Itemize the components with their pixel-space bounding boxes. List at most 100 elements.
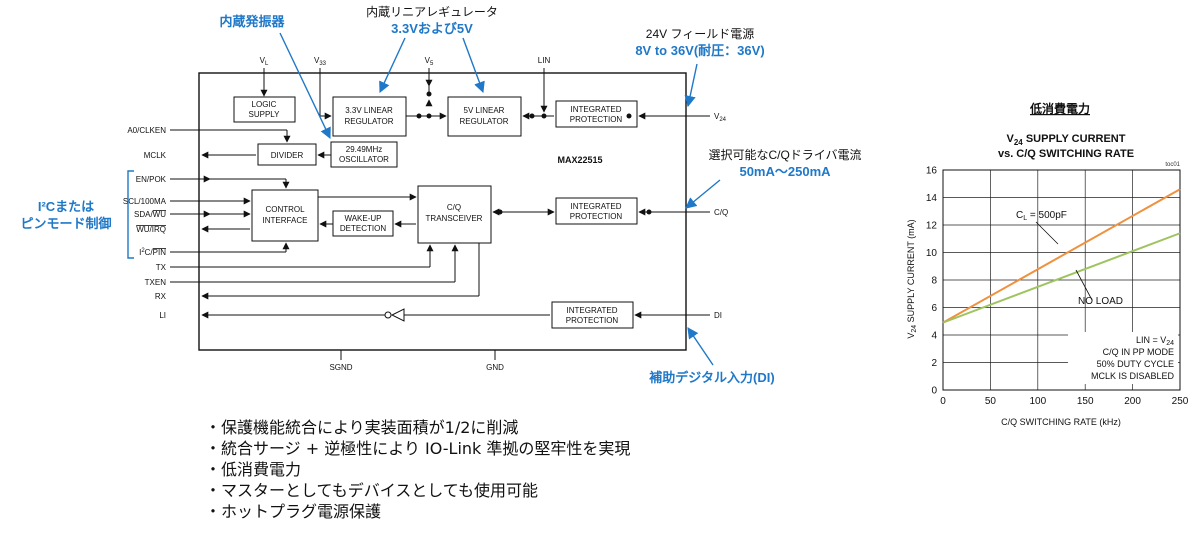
chart-heading: 低消費電力	[1029, 101, 1090, 116]
pin-scl: SCL/100MA	[123, 197, 167, 206]
annot-driver-title: 選択可能なC/Qドライバ電流	[708, 148, 861, 162]
cq-label-2: TRANSCEIVER	[426, 214, 483, 223]
junction-dots	[416, 91, 652, 215]
prot-bottom-block	[551, 301, 634, 329]
chart-xtick-label: 250	[1172, 396, 1189, 407]
wakeup-label-1: WAKE-UP	[344, 214, 381, 223]
chart-ytick-label: 0	[931, 386, 937, 397]
pin-sgnd: SGND	[329, 363, 352, 372]
chart-cond-2: C/Q IN PP MODE	[1103, 347, 1174, 357]
pin-a0-clken: A0/CLKEN	[127, 126, 166, 135]
pin-v24: V24	[714, 112, 727, 123]
chart-ytick-label: 4	[931, 331, 937, 342]
pin-mclk: MCLK	[144, 151, 167, 160]
chart-annotations: CL = 500pF NO LOAD LIN = V24 C/Q IN PP M…	[1016, 210, 1178, 384]
prot-mid-label-1: INTEGRATED	[571, 202, 622, 211]
annotation-arrows	[127, 32, 721, 366]
annot-di: 補助デジタル入力(DI)	[648, 370, 774, 385]
control-label-1: CONTROL	[265, 205, 305, 214]
logic-supply-block	[233, 96, 296, 123]
chip-name: MAX22515	[557, 155, 602, 165]
feature-list: ・保護機能統合により実装面積が1/2に削減 ・統合サージ + 逆極性により IO…	[205, 417, 630, 522]
chart-xtick-label: 200	[1124, 396, 1141, 407]
annot-osc: 内蔵発振器	[219, 14, 285, 29]
pin-sda: SDA/WU	[134, 210, 166, 219]
osc-label-2: OSCILLATOR	[339, 155, 389, 164]
pin-li: LI	[159, 311, 166, 320]
chart-xtick-label: 0	[940, 396, 946, 407]
pin-v5: V5	[425, 56, 434, 67]
chart-ytick-label: 14	[926, 193, 938, 204]
chart-title-2: vs. C/Q SWITCHING RATE	[998, 148, 1134, 160]
pin-v33: V33	[314, 56, 327, 67]
chart-series-line	[942, 232, 1181, 324]
logic-supply-label-1: LOGIC	[252, 100, 277, 109]
pin-en-pok: EN/POK	[136, 175, 167, 184]
annot-driver-value: 50mA〜250mA	[739, 164, 831, 179]
chart-title-1: V24 SUPPLY CURRENT	[1007, 133, 1126, 147]
reg33-label-1: 3.3V LINEAR	[345, 106, 393, 115]
divider-label: DIVIDER	[271, 151, 304, 160]
block-diagram	[170, 68, 710, 360]
chart-frame	[942, 169, 1181, 391]
chart-xtick-label: 100	[1029, 396, 1046, 407]
chart-xtick-label: 50	[985, 396, 997, 407]
prot-mid-block	[555, 197, 638, 225]
pin-i2c-pin: I2C/PIN	[139, 248, 166, 257]
feature-item: ・マスターとしてもデバイスとしても使用可能	[205, 481, 538, 500]
chart-ytick-label: 12	[926, 221, 938, 232]
prot-bottom-label-2: PROTECTION	[566, 316, 619, 325]
prot-top-label-2: PROTECTION	[570, 115, 623, 124]
chart-ytick-label: 2	[931, 358, 937, 369]
pin-tx: TX	[156, 263, 167, 272]
pin-lin: LIN	[538, 56, 551, 65]
pin-gnd: GND	[486, 363, 504, 372]
divider-block	[257, 143, 317, 166]
annot-ctrl-1: I²Cまたは	[38, 199, 94, 214]
reg5-label-2: REGULATOR	[459, 117, 508, 126]
chart-xlabel: C/Q SWITCHING RATE (kHz)	[1001, 417, 1121, 427]
chart-ytick-label: 6	[931, 303, 937, 314]
osc-label-1: 29.49MHz	[346, 145, 382, 154]
prot-bottom-label-1: INTEGRATED	[567, 306, 618, 315]
chart-ytick-label: 10	[926, 248, 938, 259]
pin-vl: VL	[260, 56, 269, 67]
prot-mid-label-2: PROTECTION	[570, 212, 623, 221]
feature-item: ・低消費電力	[205, 460, 302, 479]
pin-di: DI	[714, 311, 722, 320]
chart-ylabel: V24 SUPPLY CURRENT (mA)	[906, 219, 918, 338]
prot-top-label-1: INTEGRATED	[571, 105, 622, 114]
logic-supply-label-2: SUPPLY	[249, 110, 281, 119]
chart-tag: toc01	[1165, 162, 1180, 168]
chart-ytick-label: 16	[926, 166, 938, 177]
annot-field-title: 24V フィールド電源	[646, 27, 754, 41]
chart-cond-1: LIN = V24	[1136, 335, 1174, 347]
control-label-2: INTERFACE	[263, 216, 308, 225]
wakeup-label-2: DETECTION	[340, 224, 386, 233]
annot-field-value: 8V to 36V(耐圧：36V)	[635, 43, 764, 58]
reg5-block	[447, 96, 522, 137]
feature-item: ・保護機能統合により実装面積が1/2に削減	[205, 418, 519, 437]
pin-rx: RX	[155, 292, 167, 301]
cq-block	[417, 185, 492, 244]
chart-label-noload: NO LOAD	[1078, 296, 1123, 307]
chart-cond-3: 50% DUTY CYCLE	[1097, 359, 1174, 369]
pin-cq: C/Q	[714, 208, 728, 217]
chart-cond-4: MCLK IS DISABLED	[1091, 371, 1175, 381]
prot-top-block	[555, 100, 638, 128]
control-block	[251, 189, 319, 242]
cq-label-1: C/Q	[447, 203, 461, 212]
chart-label-cl: CL = 500pF	[1016, 210, 1067, 222]
annot-reg-title: 内蔵リニアレギュレータ	[366, 5, 498, 19]
pin-txen: TXEN	[145, 278, 167, 287]
chart-ytick-label: 8	[931, 276, 937, 287]
reg33-label-2: REGULATOR	[344, 117, 393, 126]
chart-xtick-label: 150	[1077, 396, 1094, 407]
feature-item: ・ホットプラグ電源保護	[205, 502, 382, 521]
reg5-label-1: 5V LINEAR	[464, 106, 505, 115]
annot-ctrl-2: ピンモード制御	[20, 216, 111, 231]
chart-series-line	[942, 188, 1181, 324]
annot-reg-value: 3.3Vおよび5V	[391, 21, 473, 36]
pin-wu-irq: WU/IRQ	[136, 225, 166, 234]
